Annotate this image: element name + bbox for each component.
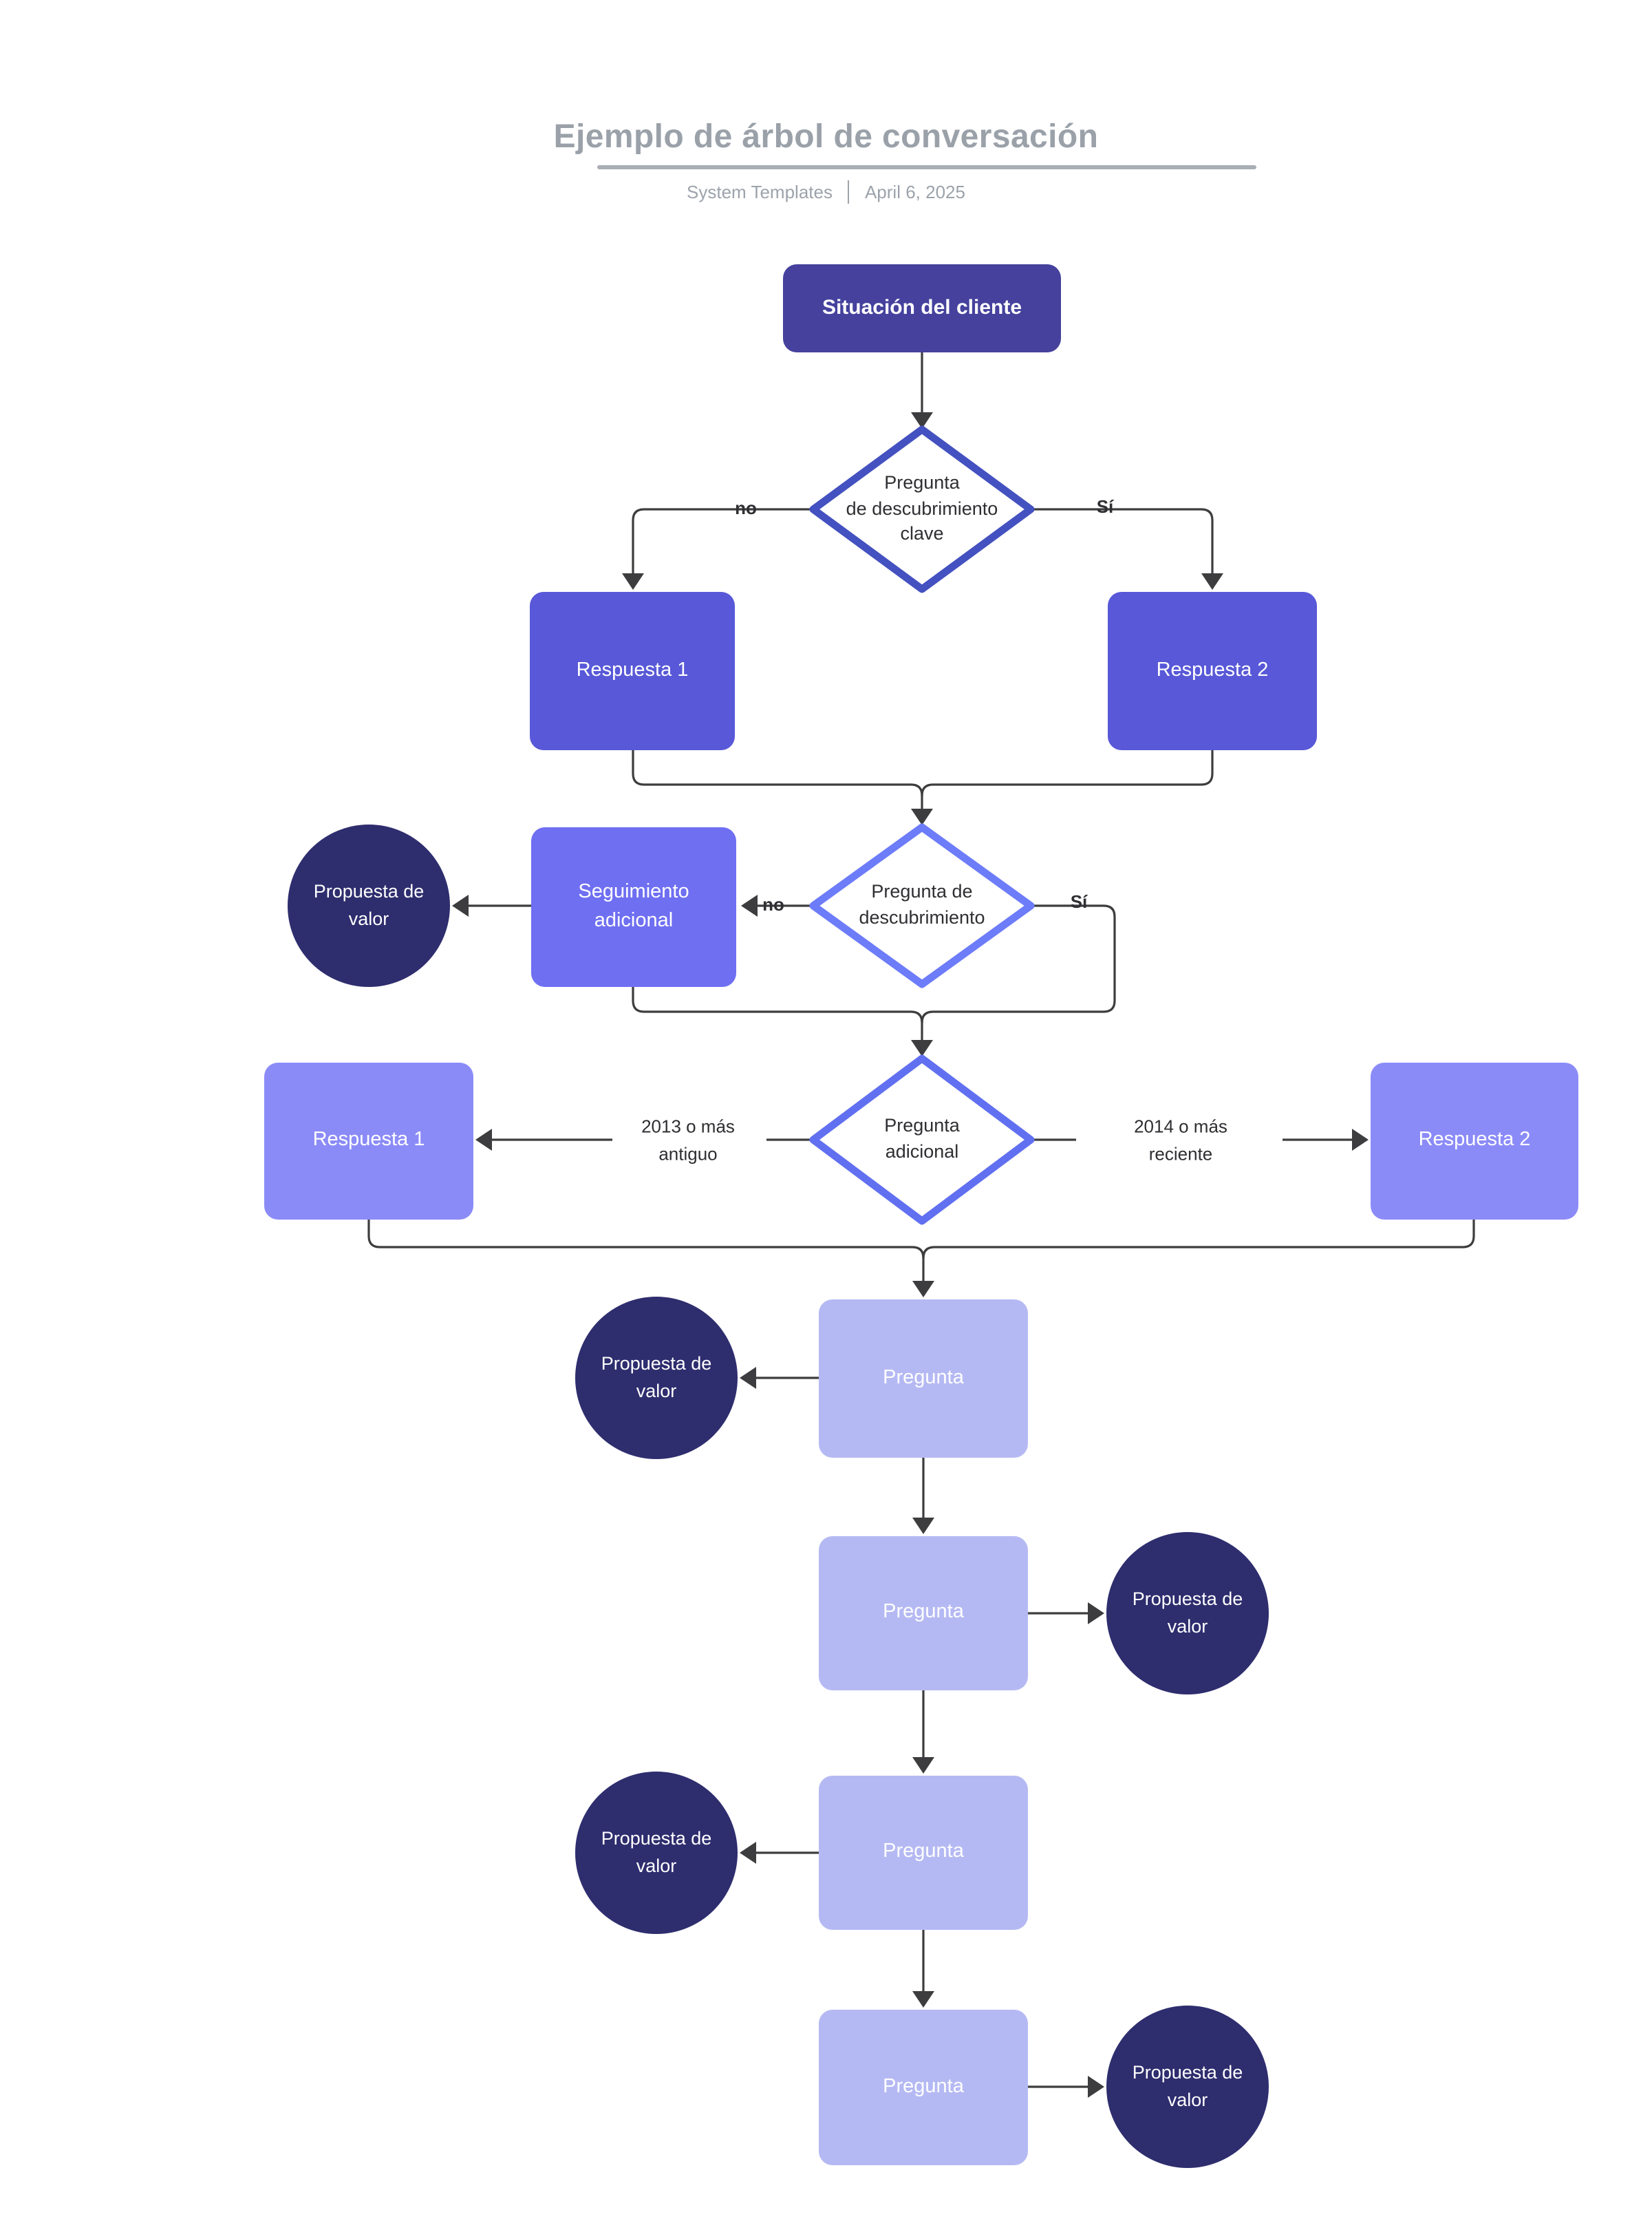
decision-descubrimiento-label: Pregunta de descubrimiento [859,881,985,928]
decision-clave-shape [809,425,1035,593]
edge-label-no-descubrimiento: no [762,894,784,915]
decision-adicional-shape [809,1054,1035,1225]
edge-seguimiento-merge [632,987,923,1023]
node-propuesta-valor-3: Propuesta de valor [1106,1532,1269,1694]
node-propuesta-valor-2: Propuesta de valor [575,1297,738,1459]
edge-no-to-respuesta1-top [622,508,813,590]
edge-label-2014: 2014 o más reciente [1134,1116,1227,1165]
node-pregunta-4: Pregunta [819,2010,1028,2165]
node-respuesta1-mid: Respuesta 1 [264,1063,473,1220]
node-seguimiento-adicional: Seguimiento adicional [531,827,736,987]
decision-clave-label: Pregunta de descubrimiento clave [846,472,998,544]
decision-adicional-label: Pregunta adicional [884,1115,960,1162]
node-propuesta-valor-1: Propuesta de valor [288,825,450,987]
node-respuesta1-top: Respuesta 1 [530,592,735,750]
edge-respuesta1-mid-merge [367,1220,925,1259]
page-title: Ejemplo de árbol de conversación [553,118,1099,156]
edge-si-loop [921,904,1116,1023]
edge-respuesta2-top-merge [921,750,1214,796]
node-pregunta-2: Pregunta [819,1536,1028,1690]
edge-respuesta1-top-merge [632,750,923,796]
title-underline [597,165,1256,169]
node-respuesta2-top: Respuesta 2 [1108,592,1317,750]
byline-author: System Templates [687,182,833,202]
edge-label-2013: 2013 o más antiguo [641,1116,735,1165]
node-pregunta-3: Pregunta [819,1776,1028,1930]
node-propuesta-valor-4: Propuesta de valor [575,1772,738,1934]
edge-label-no-clave: no [735,498,757,518]
edge-label-si-clave: Sí [1096,496,1114,517]
node-situacion-cliente: Situación del cliente [783,264,1061,352]
edge-respuesta2-mid-merge [922,1220,1475,1259]
node-pregunta-1: Pregunta [819,1299,1028,1458]
byline-date: April 6, 2025 [864,182,965,202]
node-propuesta-valor-5: Propuesta de valor [1106,2006,1269,2168]
decision-descubrimiento-shape [809,823,1035,988]
byline: System Templates April 6, 2025 [0,180,1652,204]
byline-separator [847,180,850,204]
node-respuesta2-mid: Respuesta 2 [1371,1063,1578,1220]
edge-si-to-respuesta2-top [1031,508,1223,590]
edge-label-si-descubrimiento: Sí [1070,891,1088,912]
